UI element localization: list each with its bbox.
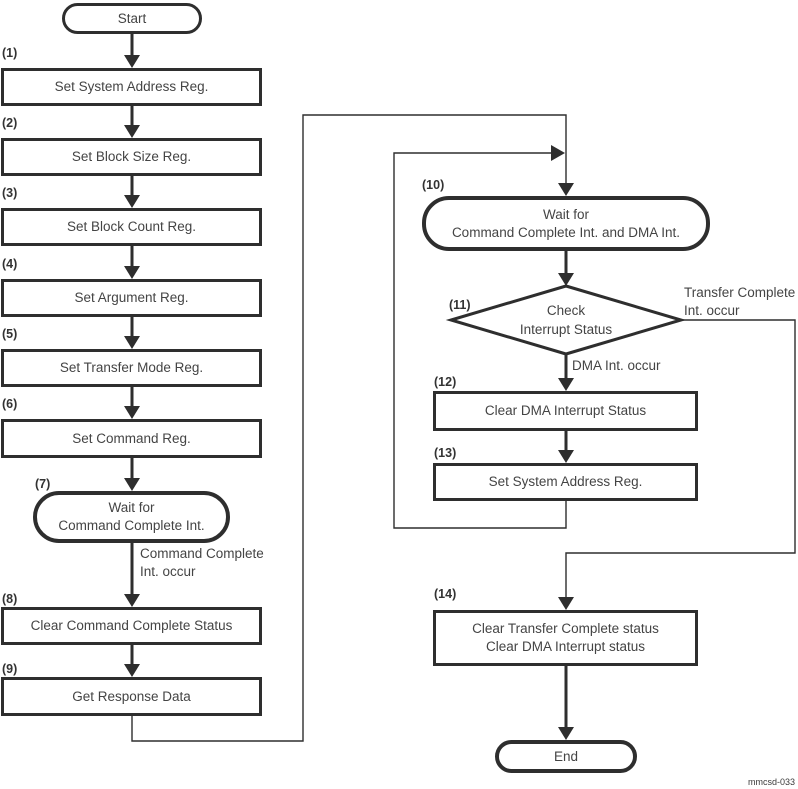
arrowheads [124,55,574,740]
node-label-line1: Wait for [108,500,155,515]
node-label: Get Response Data [72,688,191,704]
node-set-system-address-reg: Set System Address Reg. [1,68,262,106]
node-get-response-data: Get Response Data [1,677,262,716]
edge-label-transfer-complete-int-occur: Transfer Complete Int. occur [684,284,795,320]
node-start-label: Start [117,10,147,26]
node-label: Clear DMA Interrupt Status [484,403,647,418]
node-label-line2: Clear DMA Interrupt status [485,639,646,654]
node-set-block-size-reg: Set Block Size Reg. [1,138,262,176]
node-label: Set System Address Reg. [54,79,209,94]
step-number-13: (13) [434,446,457,460]
node-clear-transfer-complete-and-dma-status: Clear Transfer Complete status Clear DMA… [433,610,698,666]
node-label: Set Command Reg. [72,430,191,446]
step-number-9: (9) [2,662,18,676]
node-check-interrupt-status: Check Interrupt Status [466,295,666,345]
edge-label-line1: Command Complete [140,546,264,561]
step-number-2: (2) [2,116,18,130]
node-end: End [495,740,637,773]
node-label: Set Argument Reg. [74,290,189,305]
feedback-loop-lines [131,114,796,742]
node-clear-dma-interrupt-status: Clear DMA Interrupt Status [433,391,698,431]
step-number-8: (8) [2,592,18,606]
node-set-transfer-mode-reg: Set Transfer Mode Reg. [1,349,262,387]
edge-label-dma-int-occur: DMA Int. occur [572,358,661,373]
edge-transfer-complete-to-step14 [565,319,796,598]
edge-step13-loop-to-step10 [393,152,567,529]
step-number-7: (7) [35,477,51,491]
node-label-line2: Command Complete Int. and DMA Int. [451,224,681,240]
edge-label-line2: Int. occur [684,303,740,318]
figure-id-label: mmcsd-033 [748,777,796,787]
node-clear-command-complete-status: Clear Command Complete Status [1,607,262,645]
step-number-11: (11) [449,298,471,312]
step-number-5: (5) [2,327,18,341]
node-label: Set Transfer Mode Reg. [59,360,204,375]
step-number-1: (1) [2,46,18,60]
node-label: Set Block Count Reg. [66,219,197,234]
node-wait-command-complete-int: Wait for Command Complete Int. [33,491,230,543]
node-end-label: End [553,748,579,764]
decision-diamond-shape [445,284,687,356]
node-set-argument-reg: Set Argument Reg. [1,279,262,317]
edge-label-line1: Transfer Complete [684,285,796,300]
node-set-command-reg: Set Command Reg. [1,419,262,458]
node-set-system-address-reg-2: Set System Address Reg. [433,463,698,501]
step-number-3: (3) [2,186,18,200]
node-label: Set System Address Reg. [488,474,643,489]
node-wait-command-complete-and-dma-int: Wait for Command Complete Int. and DMA I… [422,196,710,251]
node-label: Set Block Size Reg. [71,149,192,164]
node-label-line2: Interrupt Status [519,322,613,337]
step-number-14: (14) [434,587,457,601]
node-start: Start [62,3,202,34]
node-label-line1: Wait for [542,206,589,222]
node-label-line1: Clear Transfer Complete status [472,621,659,636]
node-set-block-count-reg: Set Block Count Reg. [1,208,262,246]
main-flow-lines [130,34,568,728]
node-label: Clear Command Complete Status [30,618,233,633]
step-number-12: (12) [434,375,457,389]
step-number-4: (4) [2,257,18,271]
node-label-line1: Check [546,303,586,318]
node-label-line2: Command Complete Int. [58,518,205,533]
step-number-6: (6) [2,397,18,411]
edge-label-line2: Int. occur [140,564,196,579]
edge-label-command-complete-int-occur: Command Complete Int. occur [140,545,264,581]
edge-step9-to-step10 [131,114,567,742]
step-number-10: (10) [422,178,445,192]
